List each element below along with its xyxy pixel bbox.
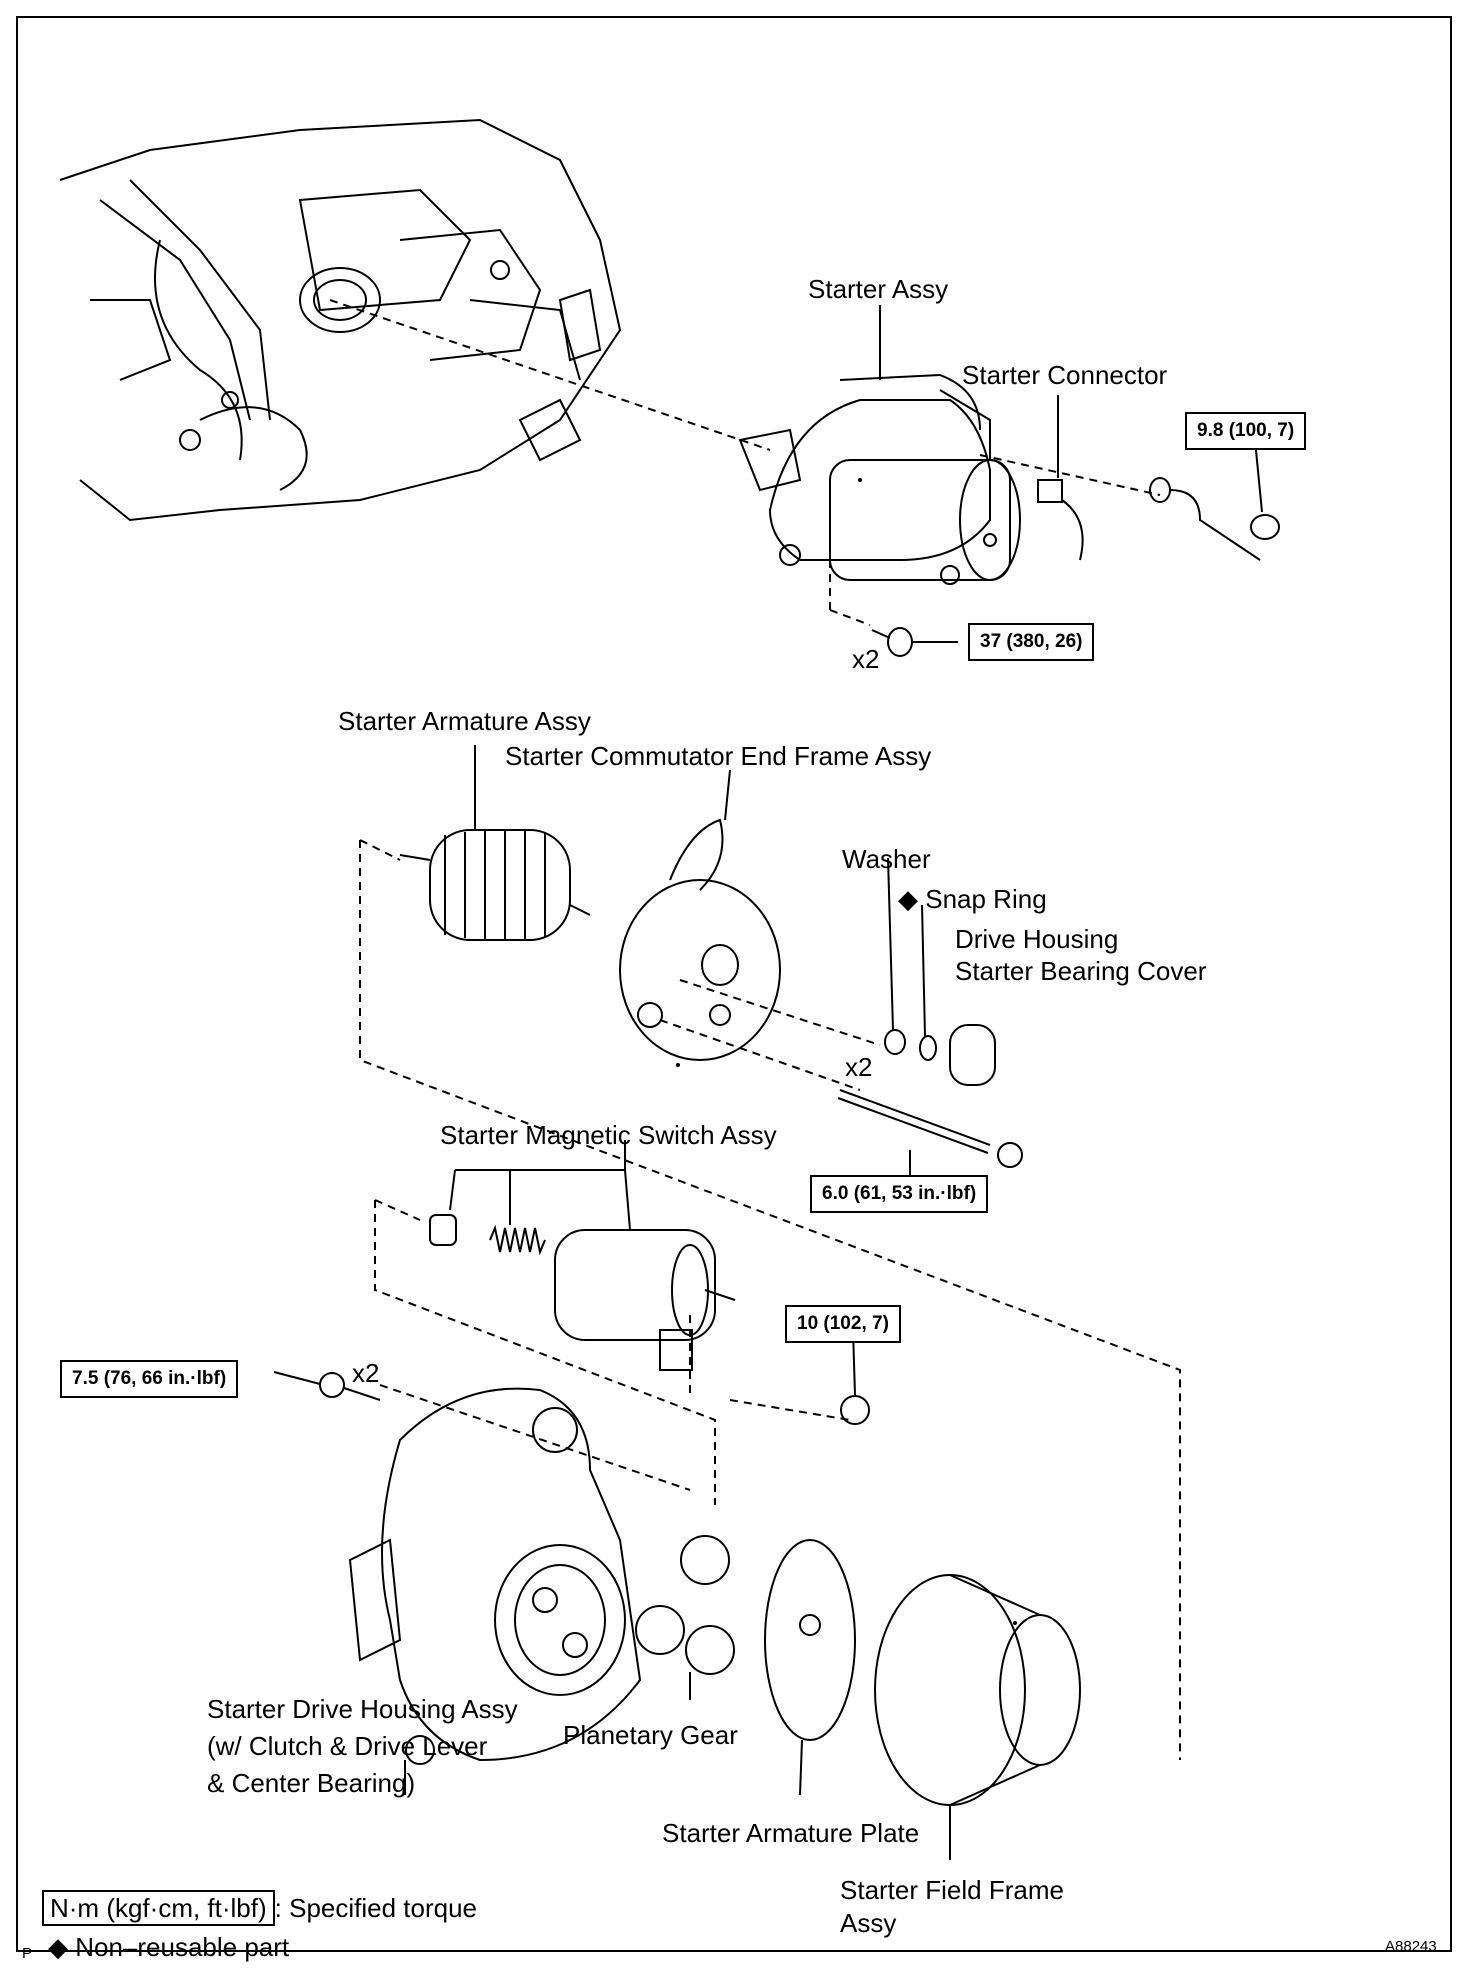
screw-illustration xyxy=(319,1372,381,1401)
qty-through-bolt: x2 xyxy=(845,1052,873,1082)
label-armature-plate: Starter Armature Plate xyxy=(662,1818,920,1848)
washer-illustration xyxy=(884,1029,906,1055)
label-washer: Washer xyxy=(842,844,931,874)
legend-torque-text: : Specified torque xyxy=(274,1893,478,1923)
label-planetary-gear: Planetary Gear xyxy=(563,1720,738,1750)
diamond-icon: ◆ xyxy=(898,884,918,914)
alignment-lines xyxy=(329,299,1181,1760)
cable-terminal-illustration xyxy=(1149,477,1280,561)
label-drive-housing-cover-line1: Drive Housing xyxy=(955,924,1119,954)
diamond-icon: ◆ xyxy=(48,1932,68,1962)
torque-connector-nut: 9.8 (100, 7) xyxy=(1185,412,1307,450)
torque-screw: 7.5 (76, 66 in.·lbf) xyxy=(60,1360,239,1398)
label-commutator-end-frame: Starter Commutator End Frame Assy xyxy=(505,741,932,771)
starter-connector-illustration xyxy=(1037,479,1084,561)
label-starter-armature-assy: Starter Armature Assy xyxy=(338,706,591,736)
label-drive-housing-line3: & Center Bearing) xyxy=(207,1768,416,1798)
armature-plate-illustration xyxy=(764,1539,856,1741)
qty-screw: x2 xyxy=(352,1358,380,1388)
label-field-frame-line2: Assy xyxy=(840,1908,897,1938)
plunger-illustration xyxy=(429,1214,457,1246)
qty-mount-bolt: x2 xyxy=(852,644,880,674)
snap-ring-illustration xyxy=(919,1035,937,1061)
label-drive-housing-cover-line2: Starter Bearing Cover xyxy=(955,956,1207,986)
label-starter-assy: Starter Assy xyxy=(808,274,949,304)
label-drive-housing-line2: (w/ Clutch & Drive Lever xyxy=(207,1731,488,1761)
torque-mount-bolt: 37 (380, 26) xyxy=(968,623,1095,661)
legend-torque-unit: N·m (kgf·cm, ft·lbf) xyxy=(42,1890,275,1926)
label-snap-ring: ◆ Snap Ring xyxy=(898,884,1047,914)
figure-id: A88243 xyxy=(1385,1938,1437,1955)
spring-illustration xyxy=(489,1224,546,1256)
label-drive-housing-line1: Starter Drive Housing Assy xyxy=(207,1694,518,1724)
torque-through-bolt: 6.0 (61, 53 in.·lbf) xyxy=(810,1175,989,1213)
field-frame-illustration xyxy=(874,1574,1081,1806)
label-field-frame-line1: Starter Field Frame xyxy=(840,1875,1064,1905)
planetary-gear-illustration xyxy=(635,1535,735,1675)
armature-illustration xyxy=(399,829,591,941)
legend-nonreusable: ◆ Non–reusable part xyxy=(48,1932,289,1962)
engine-block-illustration xyxy=(59,118,622,522)
snap-ring-text: Snap Ring xyxy=(925,884,1047,914)
label-starter-connector: Starter Connector xyxy=(962,360,1168,390)
through-bolt-illustration xyxy=(837,1089,1023,1168)
label-magnetic-switch: Starter Magnetic Switch Assy xyxy=(440,1120,777,1150)
drive-housing-illustration xyxy=(348,1387,642,1765)
magnetic-switch-illustration xyxy=(554,1229,736,1371)
legend-nonreusable-text: Non–reusable part xyxy=(75,1932,290,1962)
legend-torque: N·m (kgf·cm, ft·lbf): Specified torque xyxy=(42,1890,477,1926)
torque-switch-nut: 10 (102, 7) xyxy=(785,1305,901,1343)
end-frame-illustration xyxy=(619,818,781,1061)
corner-code-left: P xyxy=(22,1945,33,1962)
switch-nut-illustration xyxy=(840,1395,870,1425)
diagram-frame xyxy=(16,16,1452,1952)
starter-assy-illustration xyxy=(738,373,1021,585)
bearing-cover-illustration xyxy=(949,1024,996,1086)
